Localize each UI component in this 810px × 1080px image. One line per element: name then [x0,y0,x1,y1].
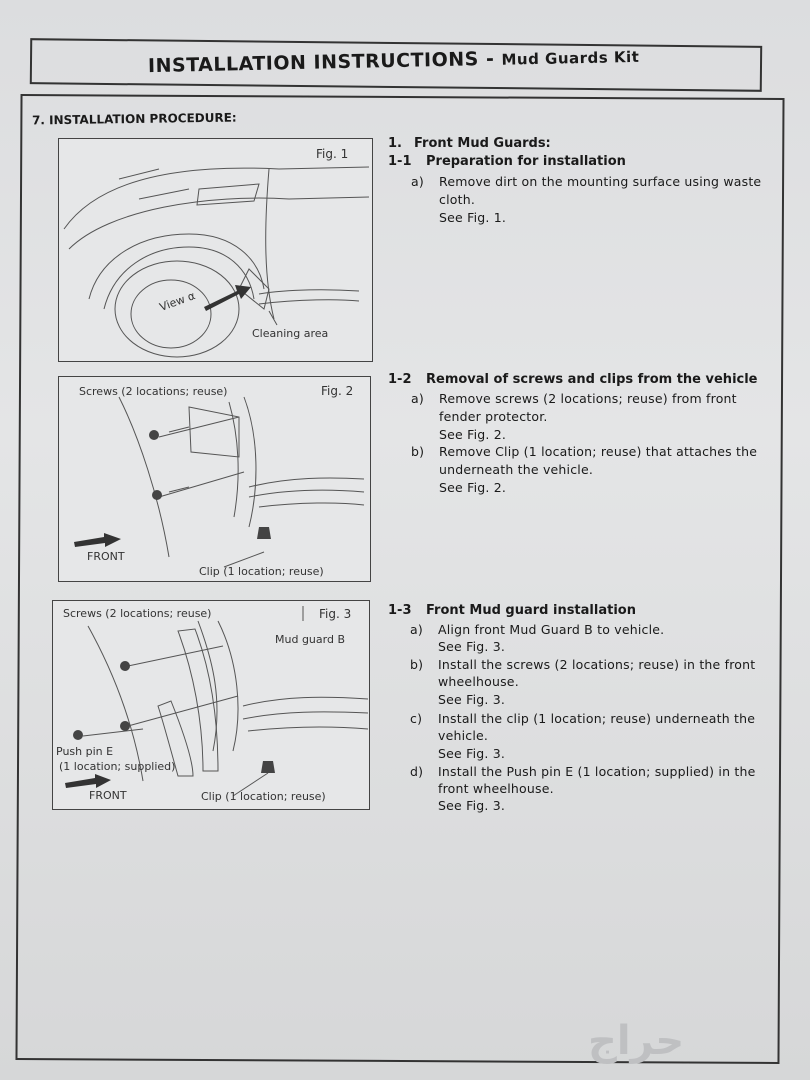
fig2-clip-label: Clip (1 location; reuse) [199,565,324,578]
fig2-front-label: FRONT [87,550,125,563]
front-arrow [74,533,121,547]
view-arrow [204,285,251,311]
watermark-logo: حراج [588,1018,685,1064]
fig3-screws-label: Screws (2 locations; reuse) [63,607,212,620]
push-pin-icon [73,730,83,740]
screw-upper-icon [120,661,130,671]
fig3-front-label: FRONT [89,789,127,802]
screw-upper-icon [149,430,159,440]
figure-2: Screws (2 locations; reuse) Fig. 2 FRONT… [58,376,371,582]
fig2-drawing [74,396,365,568]
screw-lower-icon [152,490,162,500]
fig3-clip-label: Clip (1 location; reuse) [201,790,326,803]
figure-1: Fig. 1 View α Cleaning area [58,138,373,362]
screw-lower-icon [120,721,130,731]
clip-icon [261,761,275,773]
fig3-pushpin-sub-label: (1 location; supplied) [59,760,176,773]
title-sub: Mud Guards Kit [501,47,640,69]
fig3-pushpin-label: Push pin E [56,745,114,758]
front-arrow [65,774,111,788]
clip-icon [257,527,271,539]
fig3-label: Fig. 3 [319,607,352,621]
fig1-cleaning-label: Cleaning area [252,327,329,340]
fig1-drawing [63,166,370,358]
fig2-screws-label: Screws (2 locations; reuse) [79,385,228,398]
fig1-label: Fig. 1 [316,147,349,161]
fig2-label: Fig. 2 [321,384,354,398]
fig3-drawing [65,606,369,797]
section-1-heading: 1.Front Mud Guards: [388,136,551,151]
procedure-label: 7. INSTALLATION PROCEDURE: [31,110,237,128]
figure-3: Screws (2 locations; reuse) Fig. 3 Mud g… [52,600,370,810]
fig3-mudguard-label: Mud guard B [275,633,345,646]
